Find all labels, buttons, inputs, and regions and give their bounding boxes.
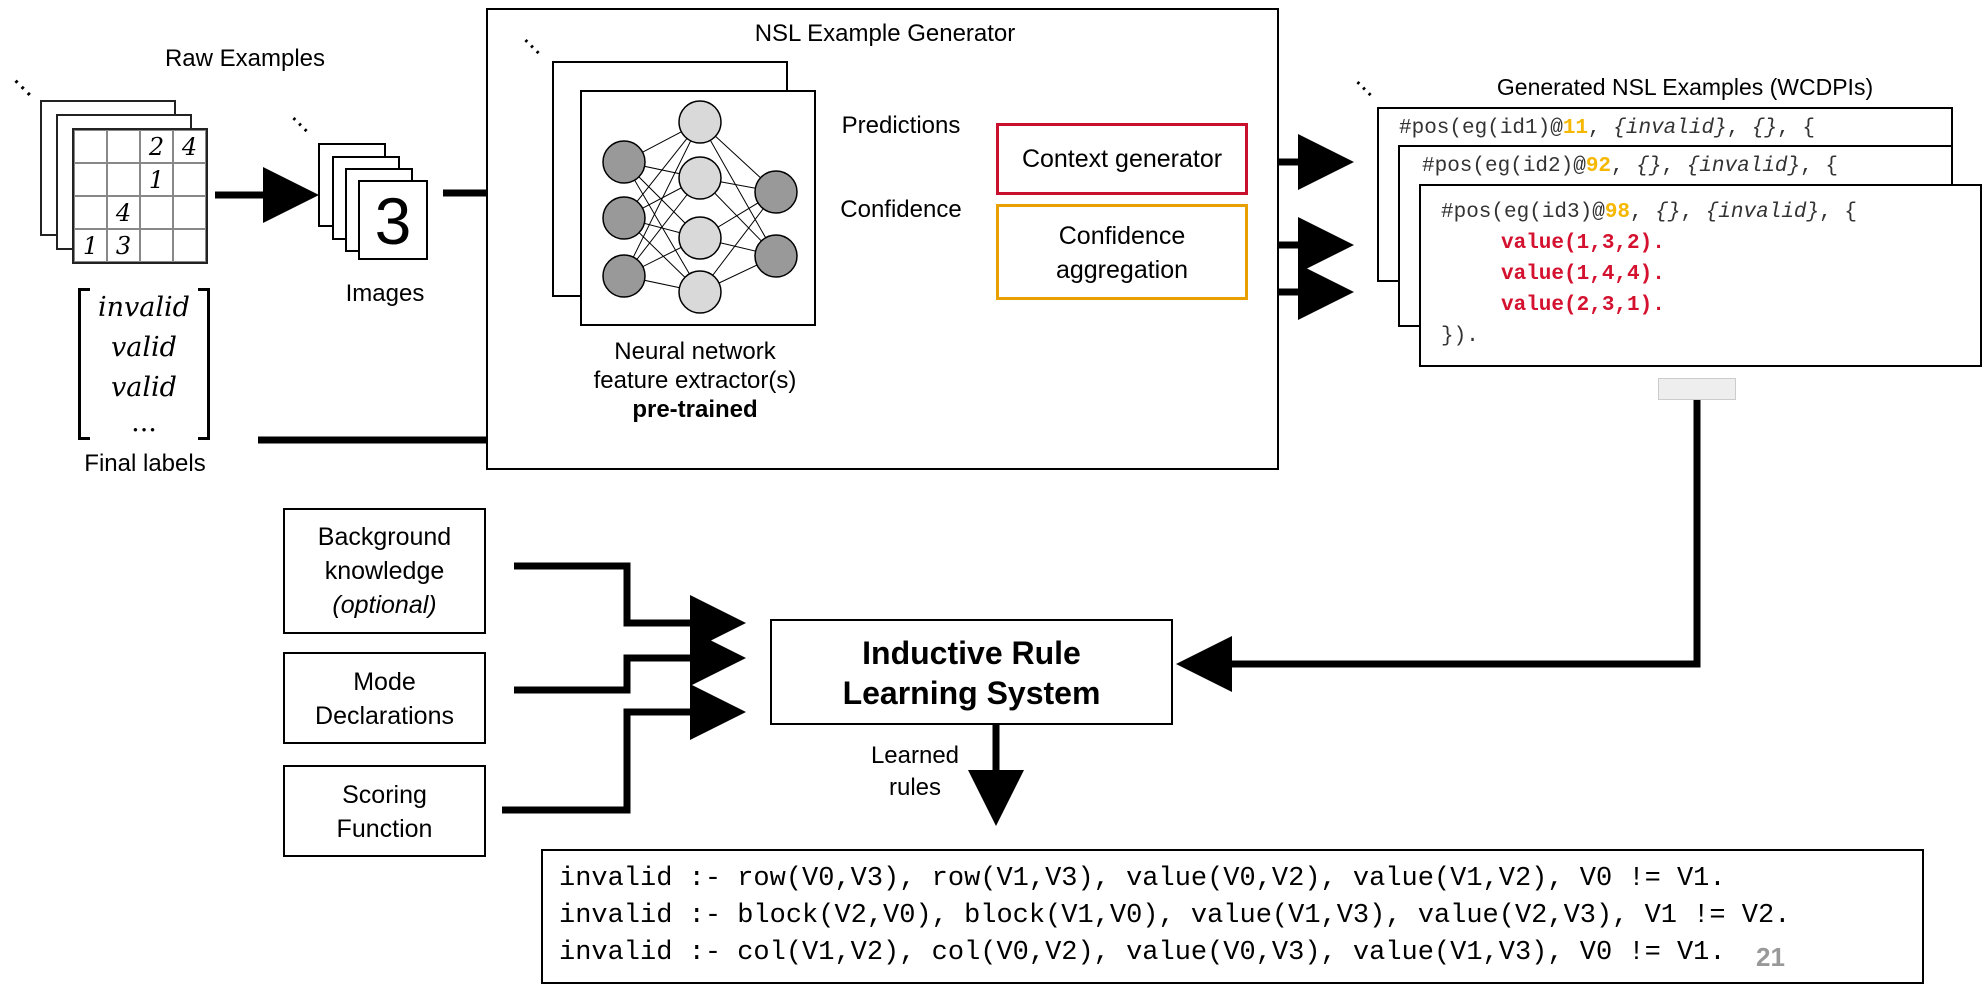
mode-declarations-box: Mode Declarations: [283, 652, 486, 744]
background-knowledge-box: Background knowledge (optional): [283, 508, 486, 634]
final-label-item: valid: [111, 372, 177, 403]
irls-line: Learning System: [842, 675, 1101, 711]
confidence-aggregation-box: Confidence aggregation: [996, 204, 1248, 300]
ellipsis-dots-icon: ⋯: [281, 106, 319, 143]
irls-line: Inductive Rule: [862, 635, 1081, 671]
learned-rule: invalid :- row(V0,V3), row(V1,V3), value…: [559, 864, 1726, 894]
neural-network-diagram: [580, 90, 816, 326]
sudoku-cell: [140, 196, 173, 229]
predictions-label: Predictions: [841, 112, 961, 139]
sudoku-cell: [107, 130, 140, 163]
mode-line: Declarations: [315, 702, 454, 730]
digit-image: 3: [358, 180, 428, 260]
example-card-3: #pos(eg(id3)@98, {}, {invalid}, {value(1…: [1419, 184, 1982, 367]
context-fact: value(1,4,4).: [1501, 263, 1665, 286]
final-labels-label: Final labels: [84, 450, 206, 477]
context-generator-label: Context generator: [1021, 145, 1223, 173]
left-bracket: [78, 288, 90, 440]
final-labels-matrix: invalid valid valid ...: [78, 288, 210, 440]
sudoku-cell: 4: [173, 130, 206, 163]
generator-title: NSL Example Generator: [754, 20, 1016, 47]
inductive-rule-learning-system: Inductive Rule Learning System: [770, 619, 1173, 725]
sudoku-cell: [173, 163, 206, 196]
ellipsis-dots-icon: ⋯: [1345, 70, 1383, 107]
weight-value: 98: [1604, 201, 1631, 224]
sudoku-cell: [74, 130, 107, 163]
sudoku-cell: [74, 163, 107, 196]
scoring-function-box: Scoring Function: [283, 765, 486, 857]
sudoku-cell: [140, 229, 173, 262]
weight-value: 11: [1562, 117, 1589, 140]
confidence-aggregation-line: aggregation: [1055, 256, 1189, 284]
bk-line: Background: [317, 523, 452, 551]
digit-glyph: 3: [374, 184, 412, 258]
learned-rule: invalid :- col(V1,V2), col(V0,V2), value…: [559, 938, 1726, 968]
bk-line-optional: (optional): [332, 591, 437, 619]
learned-line: Learned: [870, 742, 960, 769]
example-close: }).: [1441, 325, 1479, 348]
sudoku-cell: 3: [107, 229, 140, 262]
scroll-handle[interactable]: [1658, 378, 1736, 400]
sudoku-cell: 4: [107, 196, 140, 229]
bk-line: knowledge: [324, 557, 445, 585]
scoring-line: Function: [336, 815, 433, 843]
final-label-item: invalid: [98, 292, 190, 323]
nn-caption-line: Neural network: [614, 338, 776, 365]
final-label-item: valid: [111, 332, 177, 363]
learned-rules-box: invalid :- row(V0,V3), row(V1,V3), value…: [541, 849, 1924, 984]
neural-network-icon: [602, 100, 798, 314]
nn-caption-bold: pre-trained: [632, 395, 758, 423]
final-label-item: ...: [131, 407, 157, 438]
ellipsis-dots-icon: ⋯: [3, 67, 44, 107]
raw-examples-label: Raw Examples: [164, 45, 326, 72]
weight-value: 92: [1585, 155, 1612, 178]
sudoku-cell: [107, 163, 140, 196]
sudoku-cell: [173, 229, 206, 262]
context-fact: value(2,3,1).: [1501, 294, 1665, 317]
generated-examples-title: Generated NSL Examples (WCDPIs): [1496, 74, 1874, 100]
learned-line: rules: [888, 774, 942, 801]
sudoku-cell: 1: [74, 229, 107, 262]
nn-caption-line: feature extractor(s): [593, 366, 797, 394]
learned-rules-label: Learned rules: [855, 740, 975, 804]
sudoku-cell: 1: [140, 163, 173, 196]
nn-caption: Neural network feature extractor(s) pre-…: [560, 338, 830, 424]
sudoku-cell: [74, 196, 107, 229]
right-bracket: [198, 288, 210, 440]
confidence-aggregation-line: Confidence: [1058, 222, 1186, 250]
sudoku-cell: 2: [140, 130, 173, 163]
scoring-line: Scoring: [342, 781, 427, 809]
context-generator-box: Context generator: [996, 123, 1248, 195]
sudoku-cell: [173, 196, 206, 229]
context-fact: value(1,3,2).: [1501, 232, 1665, 255]
mode-line: Mode: [353, 668, 416, 696]
learned-rule: invalid :- block(V2,V0), block(V1,V0), v…: [559, 901, 1791, 931]
page-number: 21: [1756, 942, 1785, 972]
confidence-label: Confidence: [840, 196, 962, 223]
images-label: Images: [345, 280, 425, 307]
